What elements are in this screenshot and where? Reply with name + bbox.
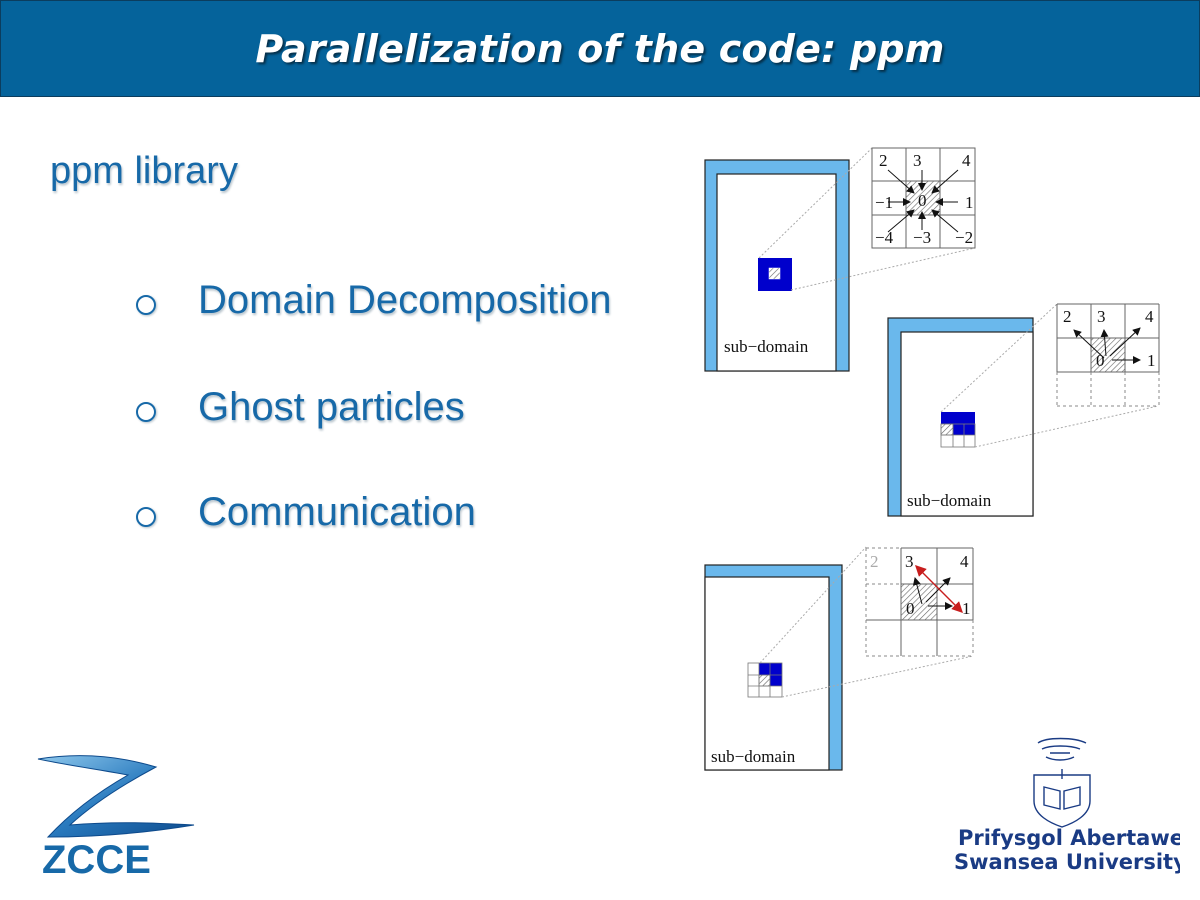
bullet-circle-icon — [136, 294, 156, 315]
grid-number: 0 — [1096, 351, 1105, 370]
bullet-circle-icon — [136, 401, 156, 422]
bullet-item: Domain Decomposition — [136, 278, 612, 323]
grid-number: 3 — [905, 552, 914, 571]
grid-number: −3 — [913, 228, 931, 247]
grid-number: 4 — [962, 151, 971, 170]
bullet-item: Communication — [136, 490, 476, 535]
grid-number: 3 — [913, 151, 922, 170]
zcce-text: ZCCE — [42, 838, 151, 882]
subdomain-label: sub−domain — [907, 491, 992, 510]
panel-3: sub−domain 2 3 4 0 1 — [704, 546, 974, 771]
zcce-logo: ZCCE — [37, 755, 195, 882]
grid-number: −4 — [875, 228, 894, 247]
swansea-university-logo: Prifysgol Abertawe Swansea University — [954, 737, 1180, 874]
subdomain-label: sub−domain — [711, 747, 796, 766]
grid-number: 1 — [965, 193, 974, 212]
grid-number: −2 — [955, 228, 973, 247]
subtitle: ppm library — [50, 150, 238, 192]
grid-number: 2 — [1063, 307, 1072, 326]
grid-number: 0 — [906, 599, 915, 618]
bullet-text: Ghost particles — [198, 385, 465, 429]
panel-2: sub−domain 2 3 4 0 1 — [887, 303, 1160, 517]
grid-number: 1 — [1147, 351, 1156, 370]
grid-number: 2 — [870, 552, 879, 571]
grid-number: 4 — [1145, 307, 1154, 326]
grid-number: 2 — [879, 151, 888, 170]
university-crest-icon — [1033, 737, 1091, 828]
subdomain-label: sub−domain — [724, 337, 809, 356]
grid-number: −1 — [875, 193, 893, 212]
grid-number: 4 — [960, 552, 969, 571]
grid-number: 3 — [1097, 307, 1106, 326]
panel-1: sub−domain 2 3 4 −1 0 1 −4 −3 −2 — [704, 147, 976, 372]
title-bar: Parallelization of the code: ppm — [0, 0, 1200, 97]
bullet-text: Communication — [198, 490, 476, 534]
bullet-circle-icon — [136, 506, 156, 527]
bullet-item: Ghost particles — [136, 385, 465, 430]
grid-number: 1 — [962, 599, 971, 618]
slide-title: Parallelization of the code: ppm — [255, 26, 945, 71]
university-name-welsh: Prifysgol Abertawe — [958, 826, 1180, 850]
bullet-text: Domain Decomposition — [198, 278, 612, 322]
university-name-english: Swansea University — [954, 850, 1180, 874]
grid-number: 0 — [918, 191, 927, 210]
